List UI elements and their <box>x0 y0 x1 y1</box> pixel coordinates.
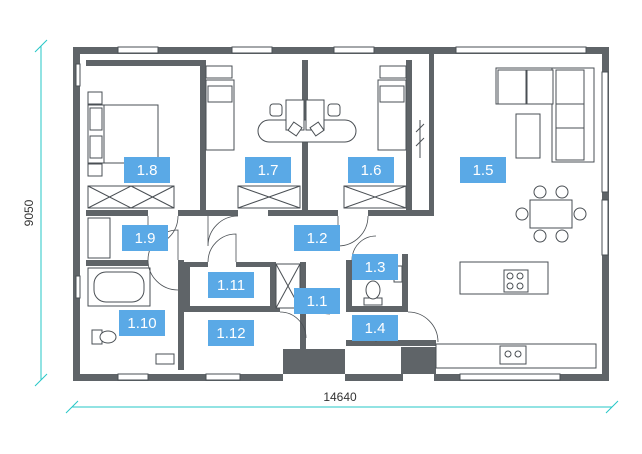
wardrobe-1-6 <box>343 185 407 209</box>
room-label-1-8: 1.8 <box>124 157 170 183</box>
room-label-1-4: 1.4 <box>352 315 398 341</box>
single-bed-1-7 <box>205 65 235 151</box>
height-dimension-line <box>34 39 48 387</box>
room-label-1-9: 1.9 <box>122 225 168 251</box>
room-label-1-6: 1.6 <box>348 157 394 183</box>
width-dimension-line <box>65 400 619 414</box>
room-label-1-1: 1.1 <box>294 288 340 314</box>
shared-desk <box>257 99 357 143</box>
coffee-table <box>515 113 541 159</box>
windows <box>75 46 609 381</box>
toilet-1-10 <box>91 329 117 345</box>
dining-table <box>515 185 587 243</box>
width-dimension-text: 14640 <box>323 390 357 404</box>
room-label-1-12: 1.12 <box>208 320 254 346</box>
room-label-1-3: 1.3 <box>352 254 398 280</box>
kitchen-counter <box>435 343 597 369</box>
bathtub <box>87 267 151 307</box>
room-label-1-2: 1.2 <box>294 225 340 251</box>
double-bed <box>87 91 159 177</box>
sliding-door <box>415 120 425 158</box>
sink-1-10 <box>155 353 175 365</box>
room-label-1-10: 1.10 <box>119 310 165 336</box>
storage-1-9 <box>87 217 111 259</box>
wardrobe-1-8 <box>87 185 175 209</box>
wardrobe-1-7 <box>237 185 301 209</box>
room-label-1-7: 1.7 <box>245 157 291 183</box>
height-dimension-text: 9050 <box>22 199 36 226</box>
room-label-1-11: 1.11 <box>208 272 254 298</box>
corner-sofa <box>495 67 595 163</box>
kitchen-island <box>459 261 549 295</box>
room-label-1-5: 1.5 <box>460 157 506 183</box>
toilet-1-3 <box>363 280 383 306</box>
single-bed-1-6 <box>377 65 407 151</box>
